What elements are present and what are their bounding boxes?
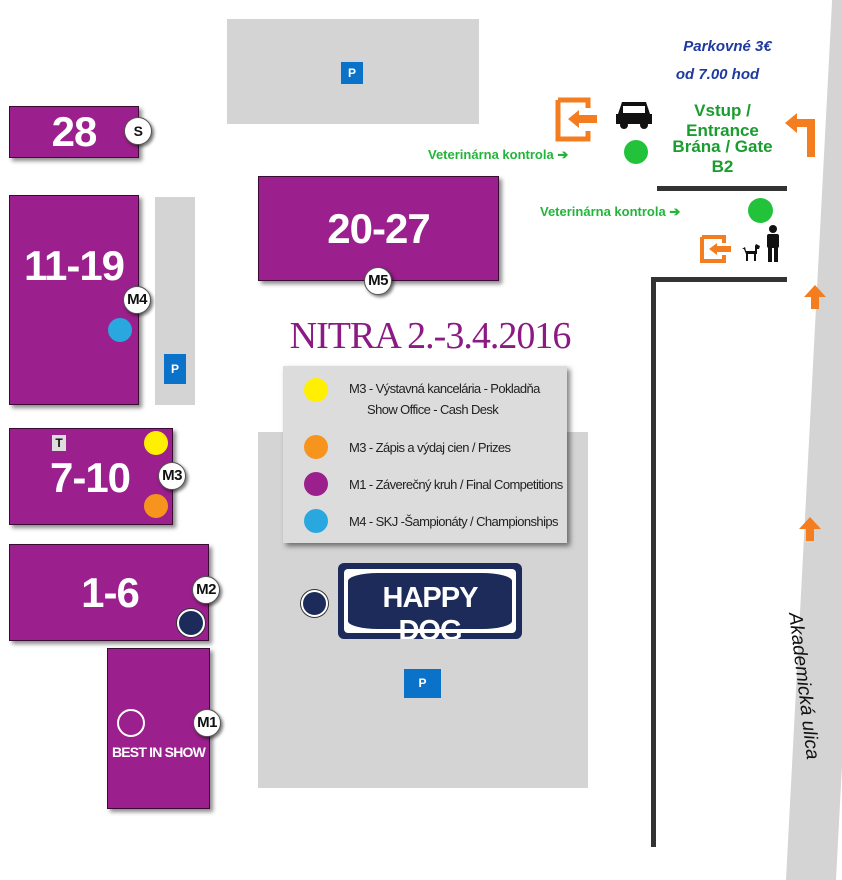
hall-28[interactable]: [9, 106, 139, 158]
legend-dot-final: [304, 472, 328, 496]
fence-vertical: [651, 277, 656, 847]
legend-text-final: M1 - Záverečný kruh / Final Competitions: [349, 477, 563, 492]
happydog-dot: [301, 590, 328, 617]
marker-m5: M5: [364, 267, 392, 295]
legend-dot-prizes: [304, 435, 328, 459]
parking-tag-side: P: [164, 354, 186, 384]
legend-text-championships: M4 - SKJ -Šampionáty / Championships: [349, 514, 558, 529]
hall-1-6-label: 1-6: [81, 569, 140, 616]
veterinary-dot-bottom: [748, 198, 773, 223]
fence-horizontal: [651, 277, 787, 282]
legend-box: M3 - Výstavná kancelária - Pokladňa Show…: [283, 366, 567, 543]
parking-hours: od 7.00 hod: [675, 66, 760, 83]
legend-dot-office: [304, 378, 328, 402]
marker-m3: M3: [158, 462, 186, 490]
marker-t: T: [52, 435, 66, 451]
hall-1-6[interactable]: [9, 544, 209, 641]
veterinary-dot-top: [624, 140, 648, 164]
hall-11-19[interactable]: [9, 195, 139, 405]
person-icon: [767, 225, 779, 262]
road-arrow-upper: [804, 285, 826, 309]
happydog-logo: HAPPY DOG: [338, 563, 522, 639]
legend-dot-championships: [304, 509, 328, 533]
marker-m1: M1: [193, 709, 221, 737]
best-in-show-label: BEST IN SHOW: [111, 744, 206, 760]
marker-m2: M2: [192, 576, 220, 604]
dog-icon: [742, 244, 760, 261]
legend-text-office-2: Show Office - Cash Desk: [367, 402, 499, 417]
happydog-logo-text: HAPPY DOG: [382, 582, 479, 639]
car-icon: [616, 102, 652, 129]
gate-label: Brána / Gate B2: [672, 137, 773, 176]
turn-arrow-icon: [785, 113, 815, 157]
veterinary-label-top: Veterinárna kontrola ➔: [428, 147, 569, 162]
parking-tag-main: P: [404, 669, 441, 698]
happydog-dot-hall: [177, 609, 205, 637]
road-arrow-lower: [799, 517, 821, 541]
championships-dot: [108, 318, 132, 342]
office-dot: [144, 431, 168, 455]
legend-text-office-1: M3 - Výstavná kancelária - Pokladňa: [349, 381, 540, 396]
marker-s: S: [124, 117, 152, 145]
exit-entry-icon: [555, 97, 597, 142]
veterinary-label-bottom: Veterinárna kontrola ➔: [540, 204, 681, 219]
event-title: NITRA 2.-3.4.2016: [289, 315, 572, 357]
parking-tag-top: P: [341, 62, 363, 84]
parking-price: Parkovné 3€: [683, 38, 772, 55]
happydog-logo-inner: HAPPY DOG: [344, 569, 516, 639]
pedestrian-entry-icon: [700, 235, 731, 263]
happydog-logo-band: [348, 573, 512, 629]
legend-text-prizes: M3 - Zápis a výdaj cien / Prizes: [349, 440, 511, 455]
hall-20-27-label: 20-27: [327, 205, 430, 252]
final-ring-circle: [117, 709, 145, 737]
hall-28-label: 28: [51, 108, 98, 155]
fence-top: [657, 186, 787, 191]
hall-7-10-label: 7-10: [49, 454, 131, 501]
marker-m4: M4: [123, 286, 151, 314]
hall-11-19-label: 11-19: [23, 242, 125, 289]
prizes-dot: [144, 494, 168, 518]
entrance-label: Vstup / Entrance: [686, 101, 759, 140]
